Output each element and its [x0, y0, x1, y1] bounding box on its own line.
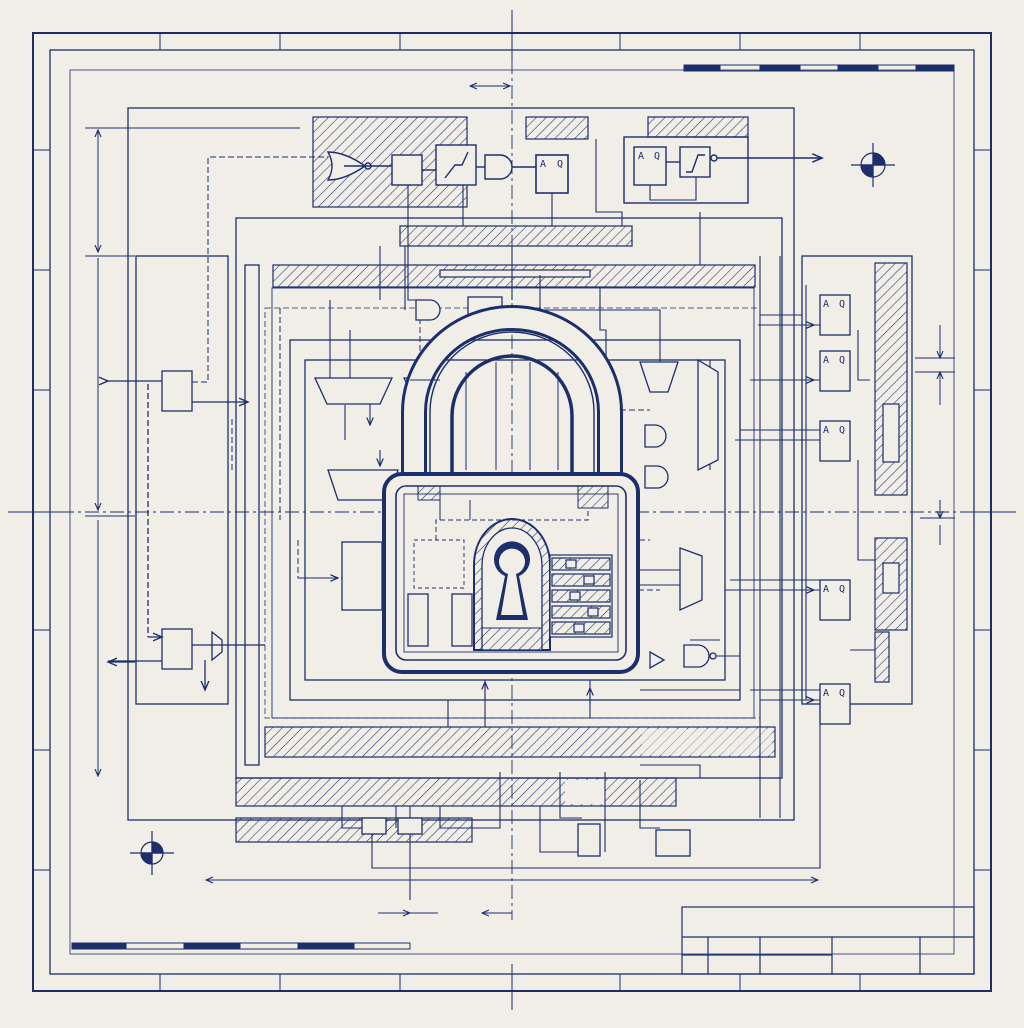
svg-text:A: A — [823, 299, 829, 310]
svg-text:A: A — [540, 159, 546, 170]
flip-flop-icon: A Q A Q A Q A Q A Q — [823, 299, 845, 699]
layout-frames — [127, 107, 913, 821]
flip-flop-icon: A Q A Q — [540, 151, 660, 170]
scale-bar-icon — [71, 942, 411, 950]
svg-text:A: A — [823, 355, 829, 366]
svg-text:A: A — [823, 584, 829, 595]
svg-text:Q: Q — [839, 688, 845, 699]
svg-text:A: A — [638, 151, 644, 162]
svg-text:Q: Q — [557, 159, 563, 170]
registration-mark-icon — [130, 831, 174, 875]
registration-mark-icon — [851, 143, 895, 187]
title-block — [681, 906, 975, 975]
scale-bar-icon — [683, 64, 955, 72]
dimension-lines — [85, 86, 955, 913]
pin-tumblers — [549, 554, 613, 638]
svg-text:A: A — [823, 425, 829, 436]
svg-text:Q: Q — [839, 355, 845, 366]
svg-text:Q: Q — [654, 151, 660, 162]
svg-text:Q: Q — [839, 299, 845, 310]
border-ticks — [8, 10, 1016, 1010]
svg-text:Q: Q — [839, 425, 845, 436]
logic-gate-icon — [313, 296, 719, 857]
left-components — [108, 370, 265, 690]
logic-gate-icon — [326, 136, 822, 204]
keyhole-icon — [494, 541, 530, 620]
signal-arrows — [298, 325, 814, 705]
svg-text:Q: Q — [839, 584, 845, 595]
padlock-icon — [382, 305, 640, 674]
svg-text:A: A — [823, 688, 829, 699]
flip-flop-icon — [535, 154, 851, 725]
